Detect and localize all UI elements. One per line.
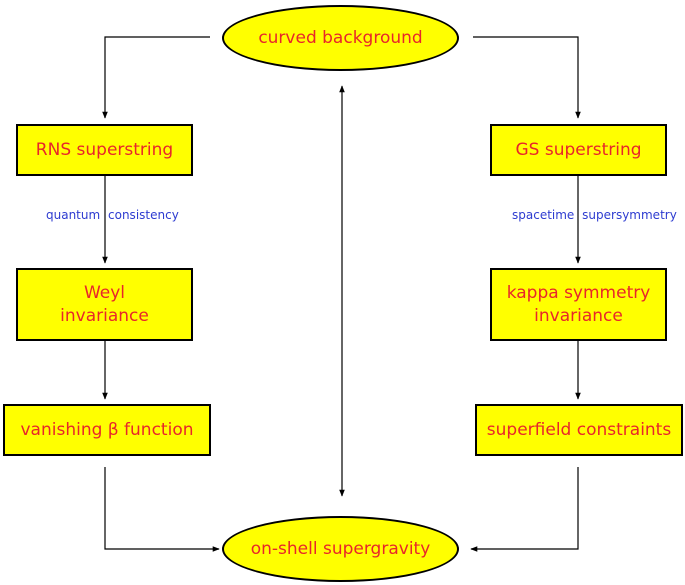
node-weyl-invariance-line2: invariance xyxy=(60,305,149,326)
edge-label-quantum: quantum xyxy=(46,208,101,222)
node-kappa-line2: invariance xyxy=(534,305,623,326)
edge-label-consistency: consistency xyxy=(108,208,179,222)
edge-label-spacetime: spacetime xyxy=(512,208,575,222)
edge-label-quantum-consistency: quantum consistency xyxy=(46,208,179,222)
node-curved-background: curved background xyxy=(222,5,459,71)
node-on-shell-supergravity: on-shell supergravity xyxy=(222,516,459,582)
edge-beta-to-onshell xyxy=(104,467,220,552)
edge-label-supersymmetry: supersymmetry xyxy=(582,208,677,222)
edge-label-spacetime-supersymmetry: spacetime supersymmetry xyxy=(512,208,677,222)
node-superfield-constraints: superfield constraints xyxy=(475,404,683,456)
node-weyl-invariance: Weyl invariance xyxy=(16,268,193,341)
node-vanishing-beta-function: vanishing β function xyxy=(3,404,211,456)
edge-superfield-to-onshell xyxy=(470,467,579,552)
node-gs-superstring: GS superstring xyxy=(490,124,667,176)
edge-curved-to-gs xyxy=(473,36,581,119)
node-weyl-invariance-line1: Weyl xyxy=(83,283,126,304)
edge-curved-to-rns xyxy=(102,36,210,119)
node-kappa-symmetry-invariance: kappa symmetry invariance xyxy=(490,268,667,341)
node-kappa-line1: kappa symmetry xyxy=(506,283,651,304)
node-rns-superstring: RNS superstring xyxy=(16,124,193,176)
